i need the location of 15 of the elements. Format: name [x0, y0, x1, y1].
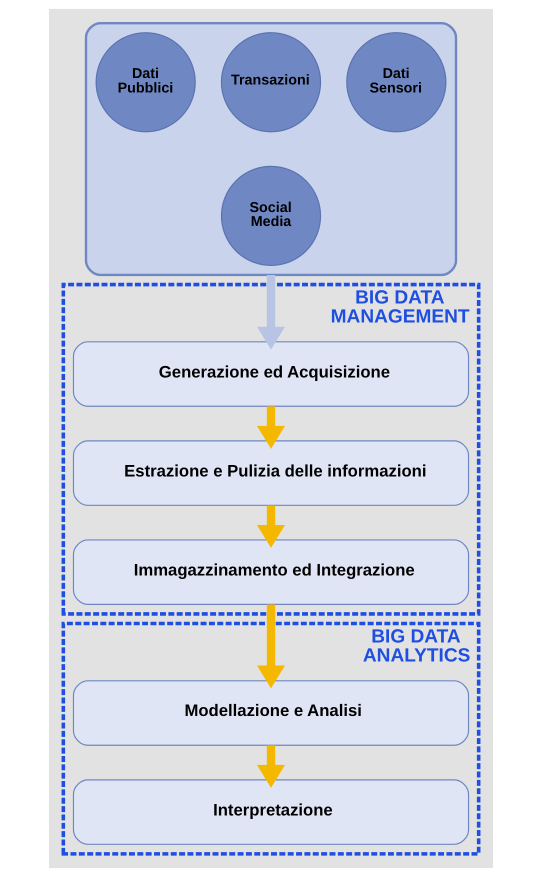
node-circle: Social Media [220, 166, 321, 266]
node-circle: Dati Pubblici [95, 32, 196, 132]
node-circle: Dati Sensori [346, 32, 446, 132]
node-box: Interpretazione [72, 779, 469, 845]
node-box: Estrazione e Pulizia delle informazioni [72, 440, 469, 506]
arrow [256, 274, 285, 350]
arrow [256, 745, 285, 788]
node-box: Generazione ed Acquisizione [72, 341, 469, 407]
cluster [84, 22, 457, 276]
arrow [256, 505, 285, 548]
node-box: Immagazzinamento ed Integrazione [72, 539, 469, 605]
node-circle: Transazioni [220, 32, 321, 132]
arrow [256, 406, 285, 449]
node-box: Modellazione e Analisi [72, 680, 469, 746]
arrow [256, 604, 285, 688]
